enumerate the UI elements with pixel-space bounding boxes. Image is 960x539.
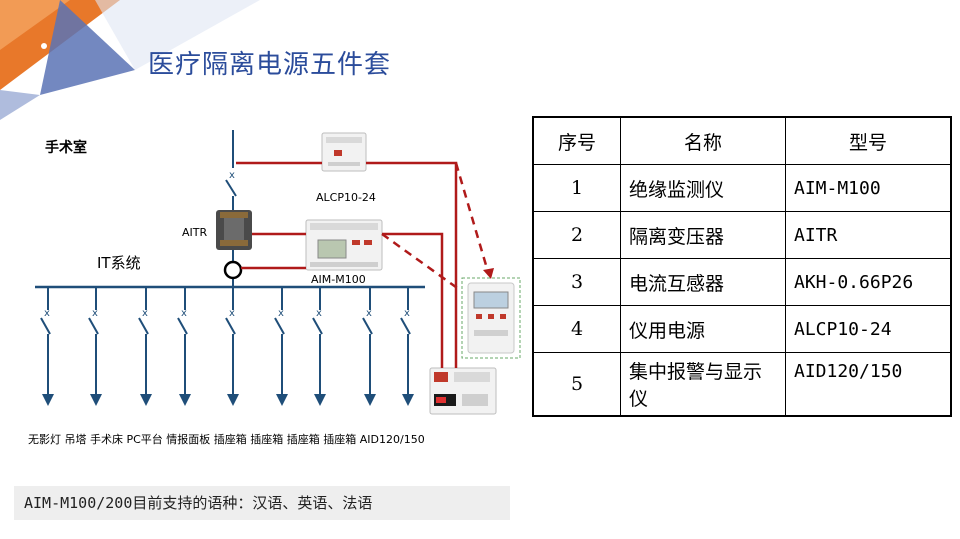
- svg-text:x: x: [229, 308, 235, 319]
- table-row: 5 集中报警与显示仪 AID120/150: [532, 352, 952, 417]
- svg-text:x: x: [181, 308, 187, 319]
- svg-text:x: x: [92, 308, 98, 319]
- cell-index: 2: [532, 211, 621, 259]
- col-header-index: 序号: [532, 116, 621, 165]
- cell-name: 绝缘监测仪: [620, 164, 786, 212]
- signal-wiring: [236, 161, 490, 368]
- cell-name: 隔离变压器: [620, 211, 786, 259]
- wiring-diagram: x x x x x x x x x x: [35, 130, 521, 415]
- aim-m100-label: AIM-M100: [311, 273, 366, 286]
- svg-text:x: x: [366, 308, 372, 319]
- table-row: 4 仪用电源 ALCP10-24: [532, 305, 952, 353]
- remote-display-panel-icon: [461, 277, 521, 359]
- svg-text:x: x: [44, 308, 50, 319]
- table-row: 1 绝缘监测仪 AIM-M100: [532, 164, 952, 212]
- cell-model: AID120/150: [785, 352, 952, 417]
- cell-index: 4: [532, 305, 621, 353]
- svg-text:x: x: [404, 308, 410, 319]
- load-labels: 无影灯 吊塔 手术床 PC平台 情报面板 插座箱 插座箱 插座箱 插座箱 AID…: [28, 433, 425, 446]
- cell-name: 集中报警与显示仪: [620, 352, 786, 417]
- room-label: 手术室: [45, 140, 87, 156]
- svg-text:x: x: [278, 308, 284, 319]
- cell-model: AKH-0.66P26: [785, 258, 952, 306]
- it-system-label: IT系统: [97, 254, 141, 272]
- language-support-note: AIM-M100/200目前支持的语种：汉语、英语、法语: [14, 486, 510, 520]
- cell-model: ALCP10-24: [785, 305, 952, 353]
- current-transformer-icon: [223, 260, 243, 280]
- aitr-label: AITR: [182, 226, 208, 239]
- aim-m100-device-icon: [305, 219, 383, 271]
- svg-text:x: x: [229, 170, 235, 181]
- page-title: 医疗隔离电源五件套: [148, 50, 392, 80]
- corner-decoration: [0, 0, 260, 120]
- cell-name: 仪用电源: [620, 305, 786, 353]
- supply-line: [225, 130, 237, 287]
- col-header-model: 型号: [785, 116, 952, 165]
- cell-index: 5: [532, 352, 621, 417]
- aid120-device-icon: [429, 367, 497, 415]
- svg-text:x: x: [316, 308, 322, 319]
- table-row: 2 隔离变压器 AITR: [532, 211, 952, 259]
- cell-index: 3: [532, 258, 621, 306]
- component-table: 序号 名称 型号 1 绝缘监测仪 AIM-M100 2 隔离变压器 AITR 3…: [532, 116, 952, 417]
- cell-index: 1: [532, 164, 621, 212]
- col-header-name: 名称: [620, 116, 786, 165]
- cell-name: 电流互感器: [620, 258, 786, 306]
- alcp-device-icon: [321, 132, 367, 172]
- feeder-lines: [40, 287, 411, 398]
- cell-model: AITR: [785, 211, 952, 259]
- alcp-label: ALCP10-24: [316, 191, 376, 204]
- transformer-aitr-icon: [216, 210, 252, 250]
- feeder-arrows: [42, 394, 414, 406]
- cell-model: AIM-M100: [785, 164, 952, 212]
- svg-text:x: x: [142, 308, 148, 319]
- table-header-row: 序号 名称 型号: [532, 116, 952, 165]
- table-row: 3 电流互感器 AKH-0.66P26: [532, 258, 952, 306]
